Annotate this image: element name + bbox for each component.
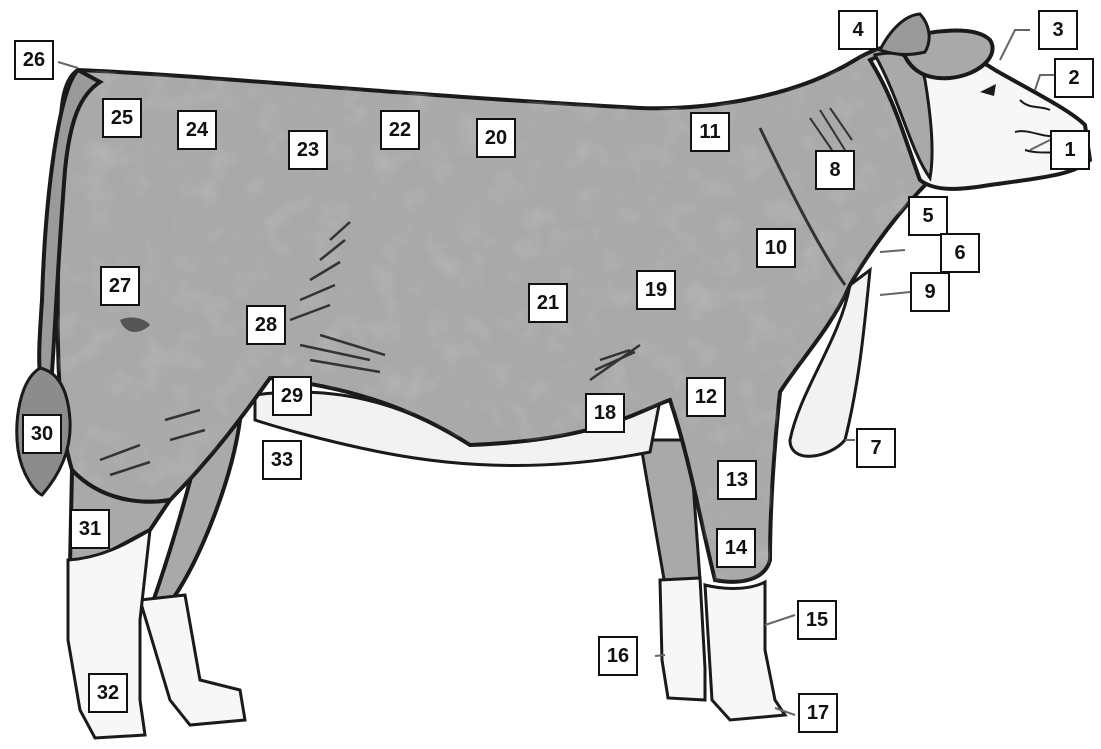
label-30: 30 (22, 414, 62, 454)
poll-tuft (880, 14, 929, 54)
label-26: 26 (14, 40, 54, 80)
label-20: 20 (476, 118, 516, 158)
label-12: 12 (686, 377, 726, 417)
near-front-pastern (705, 582, 785, 720)
label-11: 11 (690, 112, 730, 152)
label-15: 15 (797, 600, 837, 640)
label-7: 7 (856, 428, 896, 468)
label-4: 4 (838, 10, 878, 50)
label-8: 8 (815, 150, 855, 190)
label-23: 23 (288, 130, 328, 170)
label-2: 2 (1054, 58, 1094, 98)
label-13: 13 (717, 460, 757, 500)
label-31: 31 (70, 509, 110, 549)
label-17: 17 (798, 693, 838, 733)
label-33: 33 (262, 440, 302, 480)
label-32: 32 (88, 673, 128, 713)
label-18: 18 (585, 393, 625, 433)
label-25: 25 (102, 98, 142, 138)
label-3: 3 (1038, 10, 1078, 50)
label-22: 22 (380, 110, 420, 150)
label-24: 24 (177, 110, 217, 150)
label-21: 21 (528, 283, 568, 323)
label-1: 1 (1050, 130, 1090, 170)
far-hind-pastern (140, 595, 245, 725)
far-front-pastern (660, 578, 705, 700)
label-9: 9 (910, 272, 950, 312)
label-16: 16 (598, 636, 638, 676)
label-14: 14 (716, 528, 756, 568)
label-27: 27 (100, 266, 140, 306)
label-10: 10 (756, 228, 796, 268)
label-19: 19 (636, 270, 676, 310)
label-6: 6 (940, 233, 980, 273)
label-28: 28 (246, 305, 286, 345)
label-5: 5 (908, 196, 948, 236)
label-29: 29 (272, 376, 312, 416)
